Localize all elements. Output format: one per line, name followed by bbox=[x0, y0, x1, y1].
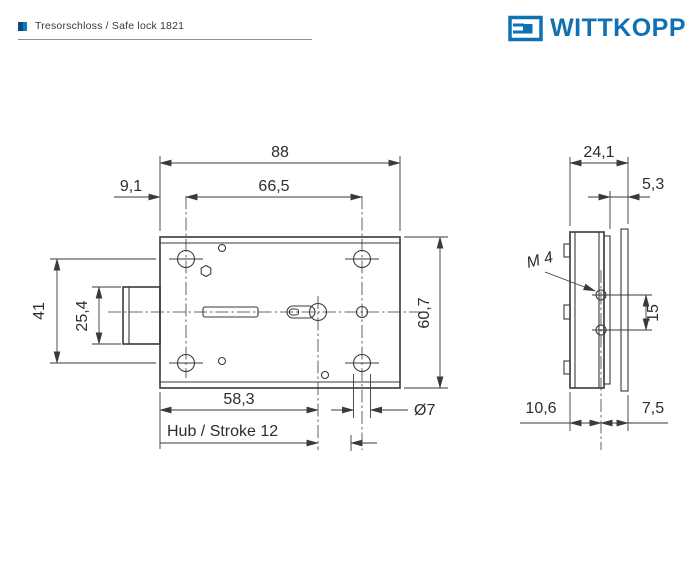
brand-logo: WITTKOPP bbox=[508, 14, 686, 43]
pin-hole bbox=[320, 370, 330, 380]
side-view-body bbox=[563, 228, 629, 392]
bolt-tab bbox=[563, 304, 571, 320]
stroke-label: Hub / Stroke 12 bbox=[167, 423, 278, 440]
front-view-centerlines bbox=[108, 196, 428, 450]
dim-front-to-axis-label: 10,6 bbox=[525, 400, 556, 417]
wittkopp-logo-icon bbox=[508, 15, 543, 42]
bolt-tab bbox=[563, 243, 571, 258]
dim-screw-span-label: 15 bbox=[645, 304, 662, 322]
stamped-hole bbox=[200, 264, 212, 278]
back-cover bbox=[603, 235, 611, 385]
document-id: Tresorschloss / Safe lock 1821 bbox=[18, 20, 184, 32]
dim-hole-span-v-label: 41 bbox=[31, 302, 48, 320]
dim-total-depth-label: 24,1 bbox=[583, 144, 614, 161]
side-view-labels: 24,1 5,3 M 4 15 10,6 7,5 bbox=[525, 144, 664, 417]
brand-name: WITTKOPP bbox=[550, 14, 686, 42]
front-view-details bbox=[200, 243, 369, 380]
lock-case-outline bbox=[159, 236, 401, 389]
dim-hole-span-h-label: 66,5 bbox=[258, 178, 289, 195]
side-view-extension-lines bbox=[569, 157, 652, 431]
document-bullet-icon bbox=[18, 21, 27, 31]
thread-callout-label: M 4 bbox=[525, 249, 555, 272]
pin-hole bbox=[217, 243, 227, 253]
dim-bolt-height-label: 25,4 bbox=[74, 300, 91, 331]
dim-total-width-label: 88 bbox=[271, 144, 289, 161]
bolt-tab bbox=[563, 360, 571, 375]
bolt-outline bbox=[122, 286, 161, 345]
mounting-plate bbox=[620, 228, 629, 392]
front-view-dimension-lines bbox=[53, 159, 444, 447]
header-rule bbox=[18, 39, 312, 40]
dim-edge-to-hole-label: 9,1 bbox=[120, 178, 142, 195]
dim-total-height-label: 60,7 bbox=[416, 297, 433, 328]
dim-back-offset-label: 5,3 bbox=[642, 176, 664, 193]
mounting-holes bbox=[169, 249, 379, 373]
dim-axis-to-back-label: 7,5 bbox=[642, 400, 664, 417]
dim-edge-to-axis-label: 58,3 bbox=[223, 391, 254, 408]
dim-hole-diameter-label: Ø7 bbox=[414, 402, 435, 419]
pin-hole bbox=[217, 356, 227, 366]
side-view-dimension-lines bbox=[520, 159, 668, 427]
front-view-body bbox=[122, 236, 401, 389]
front-view-labels: 88 66,5 9,1 41 25,4 60,7 58,3 Ø7 Hub / S… bbox=[31, 144, 435, 440]
document-title: Tresorschloss / Safe lock 1821 bbox=[35, 20, 185, 32]
